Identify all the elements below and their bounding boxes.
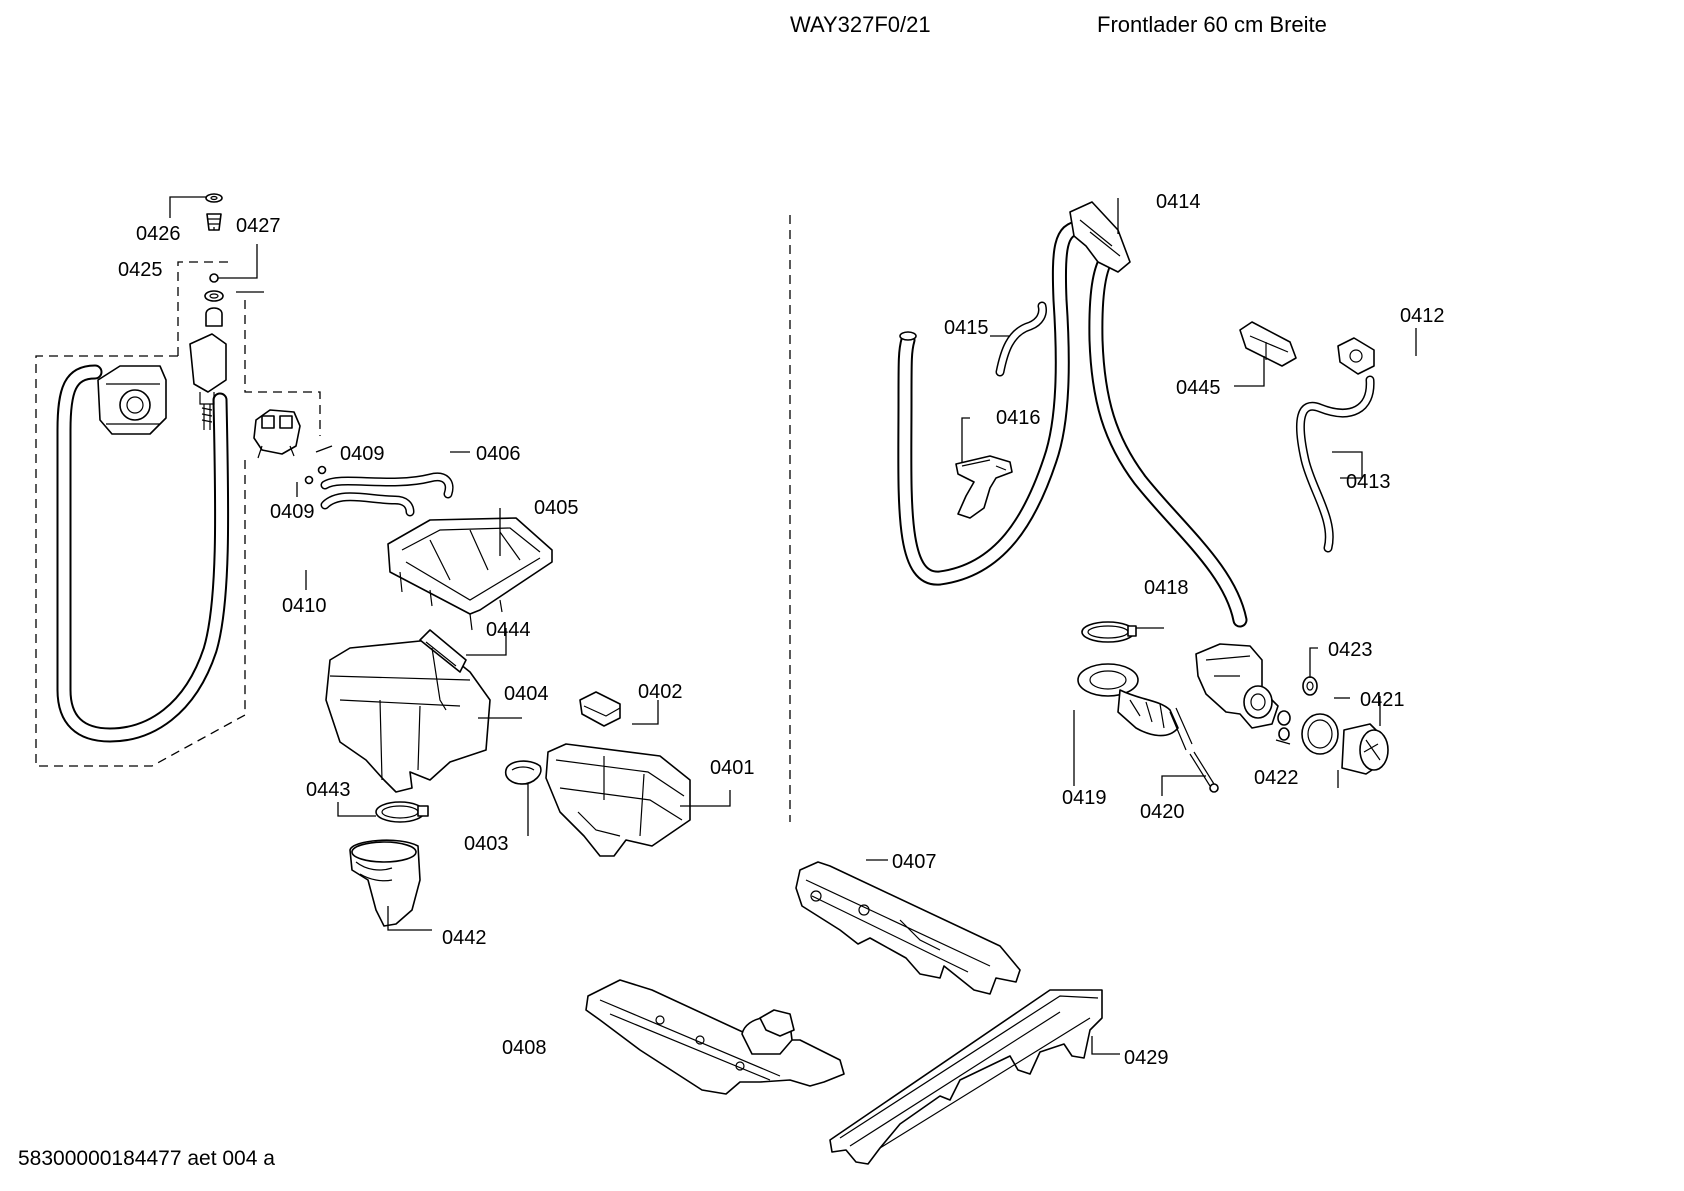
label-0426: 0426 (136, 223, 181, 245)
label-0423: 0423 (1328, 639, 1373, 661)
label-0401: 0401 (710, 757, 755, 779)
pump-seals-0423-0422 (1277, 676, 1339, 755)
lint-filter-0421 (1341, 723, 1389, 775)
label-0420: 0420 (1140, 801, 1185, 823)
label-0402: 0402 (638, 681, 683, 703)
document-id: 58300000184477 aet 004 a (18, 1147, 275, 1170)
small-washer-parts (204, 273, 224, 327)
hose-bend-0415 (995, 301, 1047, 377)
label-0418: 0418 (1144, 577, 1189, 599)
aquastop-valve-housing (97, 365, 167, 435)
label-0429: 0429 (1124, 1047, 1169, 1069)
label-0425: 0425 (118, 259, 163, 281)
model-number: WAY327F0/21 (790, 12, 931, 37)
label-0408: 0408 (502, 1037, 547, 1059)
seal-washer-0426 (205, 193, 223, 203)
leader-lines (169, 196, 1417, 1055)
inlet-hose-boundary-upper (177, 261, 232, 356)
label-0413: 0413 (1346, 471, 1391, 493)
label-0414: 0414 (1156, 191, 1201, 213)
drain-hose-group (897, 201, 1389, 793)
detergent-drawer-0401 (545, 743, 691, 857)
label-0405: 0405 (534, 497, 579, 519)
base-rail-0408 (585, 979, 845, 1095)
label-0412: 0412 (1400, 305, 1445, 327)
inlet-valve-0409 (253, 409, 301, 459)
siphon-insert-0444 (419, 629, 467, 673)
hose-clamp-0418 (1081, 621, 1137, 643)
connecting-hoses-0406 (304, 465, 454, 517)
hose-clamp-0443 (375, 801, 429, 823)
base-rail-0429 (829, 989, 1103, 1165)
hose-holder-0414 (1069, 201, 1131, 273)
label-0442: 0442 (442, 927, 487, 949)
label-0421: 0421 (1360, 689, 1405, 711)
label-0444: 0444 (486, 619, 531, 641)
screw-0420 (1189, 751, 1219, 793)
label-0416: 0416 (996, 407, 1041, 429)
label-0406: 0406 (476, 443, 521, 465)
label-0404: 0404 (504, 683, 549, 705)
dispenser-bellows-0442 (349, 839, 421, 927)
drain-hose-0415-0416 (897, 220, 1088, 586)
label-0427: 0427 (236, 215, 281, 237)
base-rail-0407 (795, 861, 1021, 995)
appliance-description: Frontlader 60 cm Breite (1097, 12, 1327, 37)
valve-boundary (244, 300, 321, 436)
drawer-handle-0402 (579, 691, 621, 727)
inlet-hose-group (35, 193, 321, 767)
drain-pump-housing (1195, 643, 1279, 729)
hose-connector-elbow (189, 333, 227, 430)
dispenser-housing-0404 (325, 629, 491, 793)
siphon-cap-0403 (504, 760, 542, 785)
label-0445: 0445 (1176, 377, 1221, 399)
label-0410: 0410 (282, 595, 327, 617)
part-labels: 0426 0427 0425 0409 0406 0409 0405 0410 … (118, 191, 1445, 1069)
drain-bellows-0419 (1077, 663, 1193, 751)
label-0409-upper: 0409 (340, 443, 385, 465)
pressure-hose-0413 (1295, 375, 1375, 553)
label-0403: 0403 (464, 833, 509, 855)
label-0443: 0443 (306, 779, 351, 801)
label-0422: 0422 (1254, 767, 1299, 789)
label-0407: 0407 (892, 851, 937, 873)
label-0415: 0415 (944, 317, 989, 339)
label-0419: 0419 (1062, 787, 1107, 809)
filter-insert-0427 (206, 213, 222, 231)
level-sensor-bracket-0445 (1239, 321, 1297, 367)
dispenser-top-0405 (387, 517, 553, 631)
label-0409-lower: 0409 (270, 501, 315, 523)
hose-bracket-0416 (955, 455, 1013, 519)
pressure-switch-0412 (1337, 337, 1375, 375)
